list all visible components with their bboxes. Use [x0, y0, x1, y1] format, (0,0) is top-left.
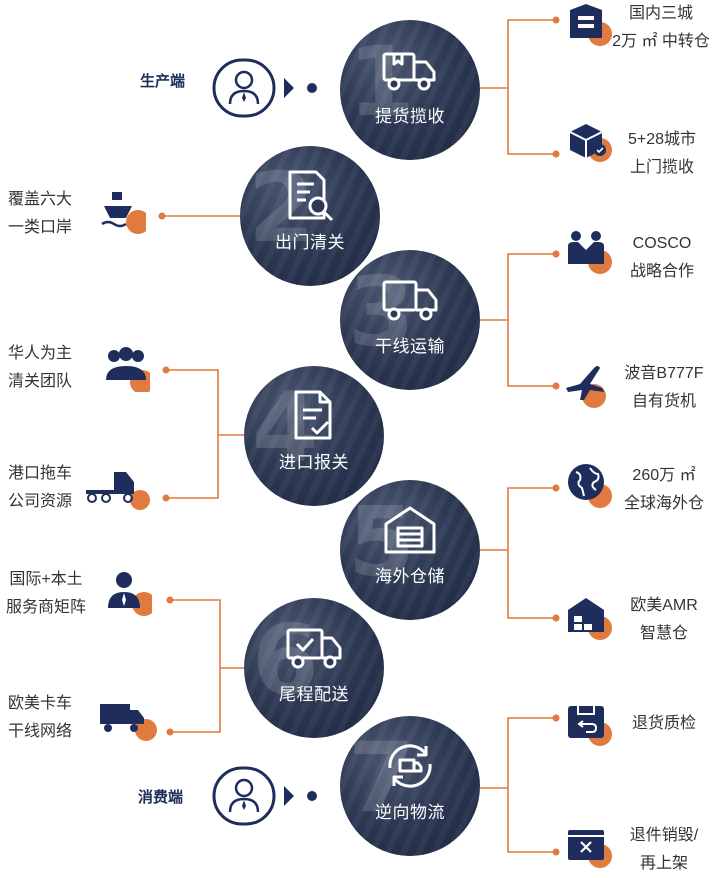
feature-line-1: 260万 ㎡ [632, 467, 696, 484]
step-pickup: 1 提货揽收 [340, 20, 480, 160]
feature-trunk-2: 波音B777F 自有货机 [612, 360, 716, 416]
return-cycle-icon [388, 744, 432, 788]
feature-lastmile-1: 国际+本土 服务商矩阵 [0, 566, 92, 622]
team-icon [106, 347, 150, 392]
step-last-mile: 6 尾程配送 [244, 598, 384, 738]
ship-icon [101, 192, 146, 234]
feature-export-1: 覆盖六大 一类口岸 [0, 186, 80, 242]
document-search-icon [288, 170, 334, 222]
partners-icon [568, 231, 612, 274]
feature-line-1: 欧美卡车 [7, 695, 72, 712]
feature-line-2: 自有货机 [631, 393, 696, 410]
businessman-icon [108, 572, 152, 616]
truck-box-icon [382, 52, 436, 91]
step-number: 1 [348, 26, 415, 138]
airplane-icon [566, 366, 606, 408]
step-trunk-transport: 3 干线运输 [340, 250, 480, 390]
feature-line-2: 智慧仓 [639, 625, 688, 642]
feature-line-2: 再上架 [639, 855, 688, 872]
step-label: 逆向物流 [375, 803, 445, 822]
producer-label: 生产端 [140, 73, 186, 90]
return-box-icon [568, 706, 612, 746]
feature-pickup-2: 5+28城市 上门揽收 [612, 126, 712, 182]
step-number: 4 [252, 372, 319, 484]
feature-line-1: 退货质检 [631, 715, 696, 732]
step-label: 海外仓储 [375, 567, 445, 586]
feature-line-1: 覆盖六大 [7, 191, 72, 208]
feature-line-2: 上门揽收 [629, 159, 694, 176]
feature-line-1: 华人为主 [7, 345, 72, 362]
feature-line-2: 公司资源 [7, 493, 72, 510]
step-number: 6 [252, 604, 319, 716]
feature-line-2: 干线网络 [7, 723, 72, 740]
feature-reverse-1: 退货质检 [616, 710, 712, 738]
feature-pickup-1: 国内三城 2万 ㎡ 中转仓 [606, 0, 716, 56]
producer-person-icon [212, 58, 276, 118]
feature-line-2: 清关团队 [7, 373, 72, 390]
step-label: 出门清关 [275, 233, 345, 252]
smart-warehouse-icon [568, 598, 612, 640]
feature-line-2: 一类口岸 [7, 219, 72, 236]
step-number: 5 [348, 486, 415, 598]
warehouse-icon [384, 506, 436, 554]
tow-truck-icon [86, 472, 150, 510]
feature-reverse-2: 退件销毁/ 再上架 [612, 822, 716, 878]
feature-line-1: 国际+本土 [9, 571, 83, 588]
step-number: 2 [248, 152, 315, 264]
feature-line-2: 2万 ㎡ 中转仓 [612, 33, 710, 50]
feature-line-2: 全球海外仓 [623, 495, 704, 512]
globe-icon [568, 464, 612, 508]
step-label: 提货揽收 [375, 107, 445, 126]
consumer-person-icon [212, 766, 276, 826]
feature-line-1: 港口拖车 [7, 465, 72, 482]
truck-network-icon [100, 704, 157, 741]
feature-lastmile-2: 欧美卡车 干线网络 [0, 690, 80, 746]
feature-line-1: 5+28城市 [627, 131, 697, 148]
feature-trunk-1: COSCO 战略合作 [612, 230, 712, 286]
step-label: 进口报关 [279, 453, 349, 472]
feature-storage-2: 欧美AMR 智慧仓 [612, 592, 716, 648]
city-building-icon [570, 4, 612, 46]
feature-line-1: 波音B777F [624, 365, 704, 382]
step-export-clearance: 2 出门清关 [240, 146, 380, 286]
feature-line-2: 服务商矩阵 [5, 599, 86, 616]
feature-line-1: 退件销毁/ [629, 827, 699, 844]
feature-line-1: 国内三城 [628, 5, 693, 22]
feature-import-2: 港口拖车 公司资源 [0, 460, 80, 516]
box-x-icon [568, 830, 612, 868]
consumer-label: 消费端 [138, 789, 184, 806]
step-reverse-logistics: 7 逆向物流 [340, 716, 480, 856]
delivery-check-icon [286, 628, 342, 669]
truck-icon [382, 280, 438, 321]
box-check-icon [569, 124, 612, 162]
feature-line-2: 战略合作 [629, 263, 694, 280]
step-overseas-storage: 5 海外仓储 [340, 480, 480, 620]
step-label: 尾程配送 [279, 685, 349, 704]
feature-import-1: 华人为主 清关团队 [0, 340, 80, 396]
document-check-icon [294, 390, 332, 440]
step-label: 干线运输 [375, 337, 445, 356]
feature-storage-1: 260万 ㎡ 全球海外仓 [612, 462, 716, 518]
feature-line-1: COSCO [632, 235, 692, 252]
step-number: 3 [348, 256, 415, 368]
feature-line-1: 欧美AMR [630, 597, 698, 614]
